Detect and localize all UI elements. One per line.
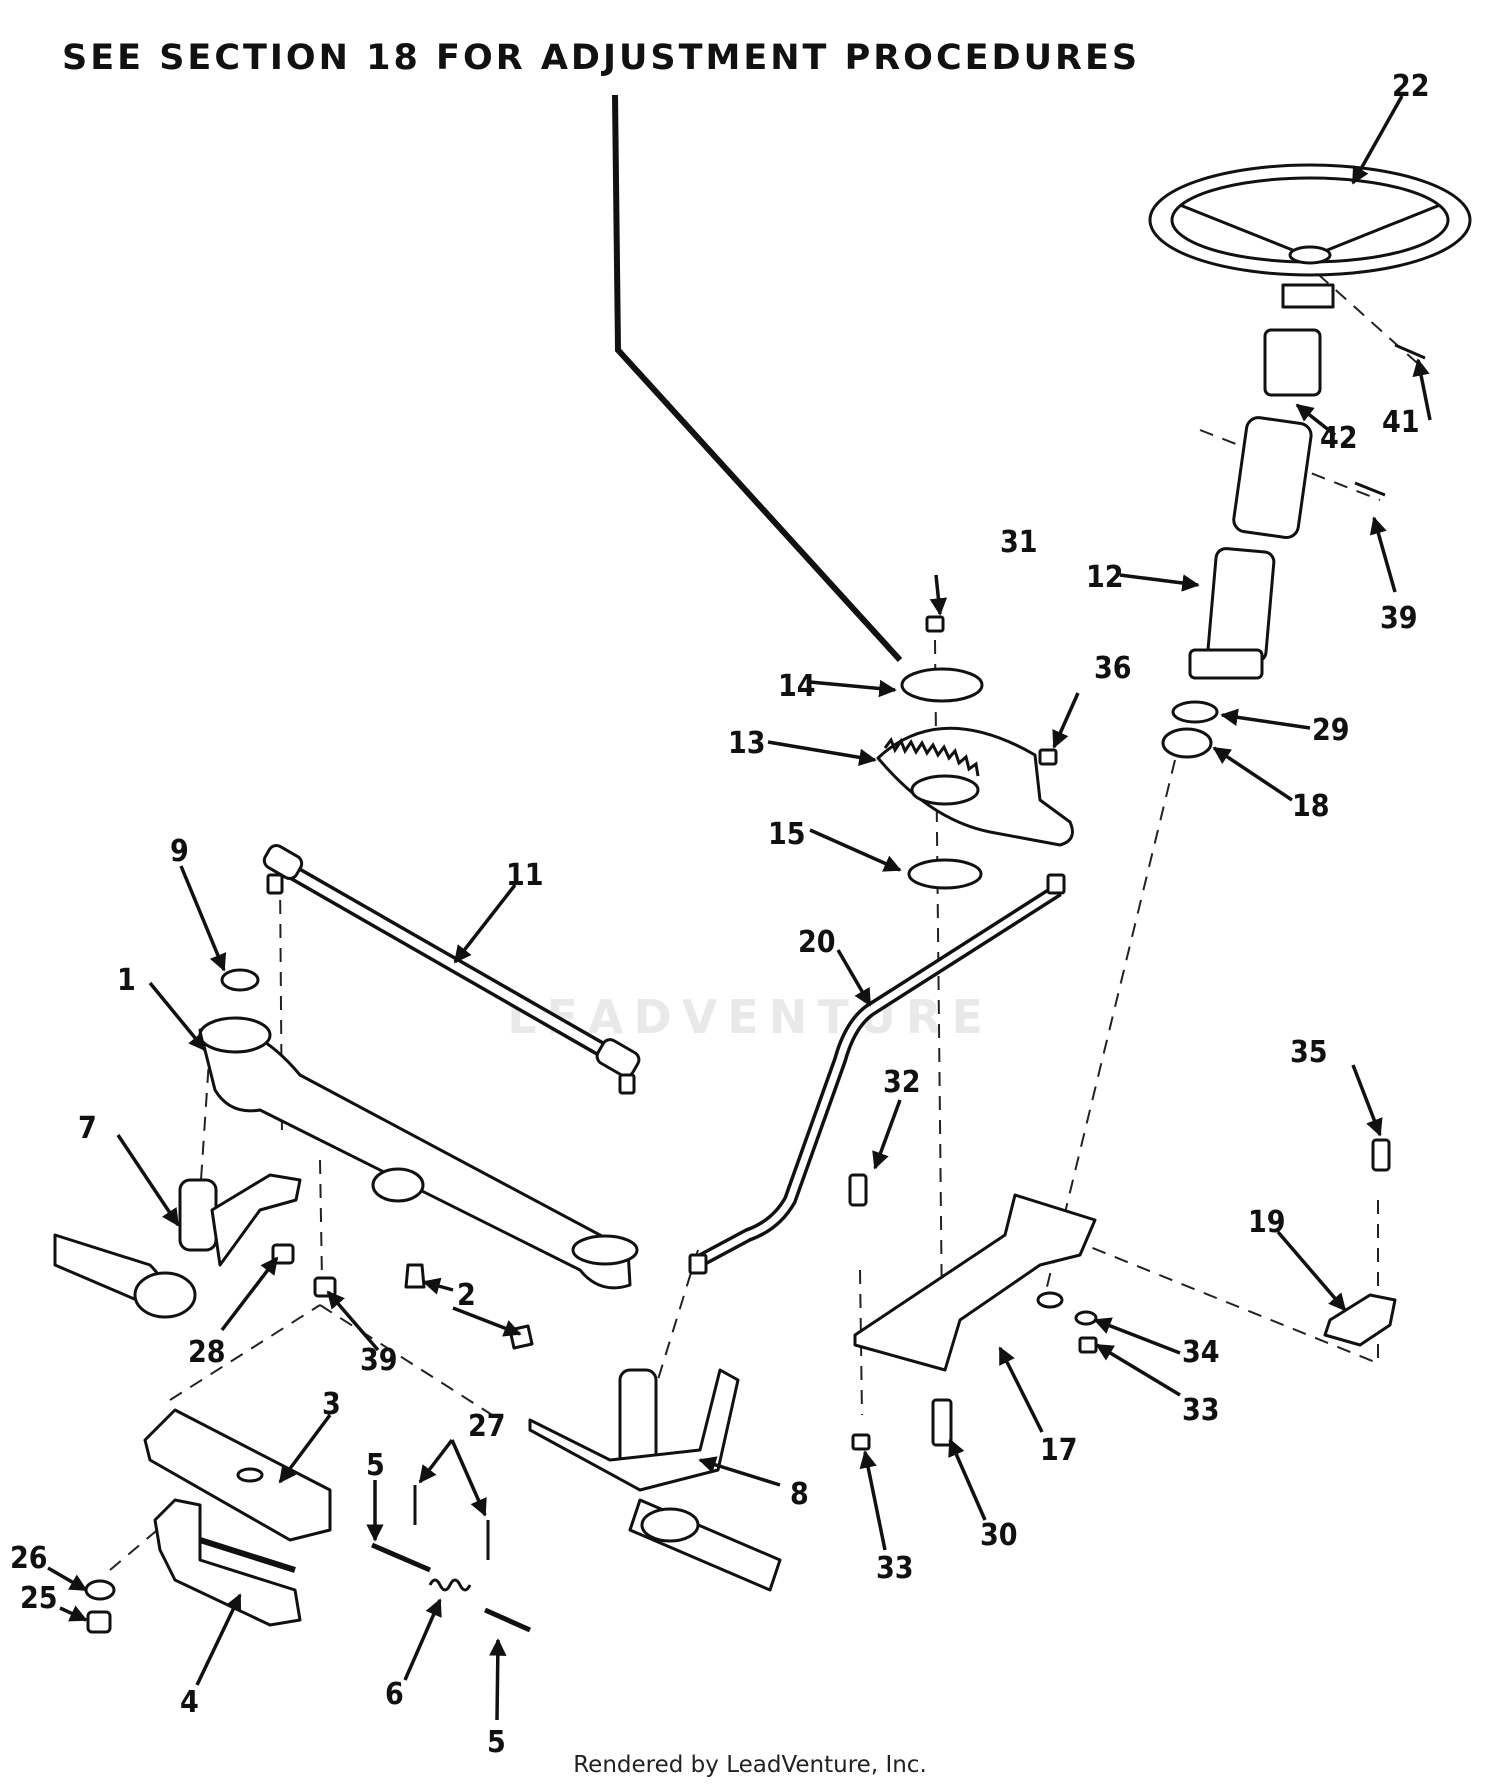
carriage-bolt-32 [848, 1173, 868, 1207]
pivot-bracket [153, 1498, 302, 1627]
callout-25: 25 [20, 1581, 58, 1616]
callout-5-upper: 5 [366, 1448, 385, 1483]
grease-fitting-lower [508, 1324, 534, 1350]
nut-39 [313, 1276, 337, 1298]
bolt-25 [86, 1610, 112, 1634]
right-spindle [528, 1368, 782, 1592]
steering-support-plate [853, 1193, 1097, 1372]
callout-30: 30 [980, 1518, 1018, 1553]
callout-39: 39 [360, 1343, 398, 1378]
callout-34: 34 [1182, 1335, 1220, 1370]
lock-ring [220, 968, 260, 992]
washer-15 [907, 858, 983, 890]
render-credit: Rendered by LeadVenture, Inc. [573, 1752, 927, 1778]
callout-14: 14 [778, 669, 816, 704]
spring [428, 1578, 472, 1592]
leader-arrows [47, 95, 1432, 1721]
callout-3: 3 [322, 1387, 341, 1422]
page-title: SEE SECTION 18 FOR ADJUSTMENT PROCEDURES [62, 38, 1141, 78]
carriage-bolt-35 [1371, 1138, 1391, 1172]
hex-bolt-30 [931, 1398, 953, 1447]
callout-6: 6 [385, 1677, 404, 1712]
callout-42: 42 [1320, 421, 1358, 456]
grease-fitting-upper [404, 1263, 426, 1289]
callout-37: 41 [1382, 405, 1420, 440]
callout-20: 20 [798, 925, 836, 960]
steering-wheel [1148, 163, 1472, 309]
callout-13: 13 [728, 726, 766, 761]
nut-31 [925, 615, 945, 633]
washer-14 [900, 667, 984, 703]
nut-33-upper [1078, 1336, 1098, 1354]
tie-rod [262, 844, 641, 1095]
callout-labels: 22 41 42 39 12 31 14 36 13 29 18 15 11 9… [10, 69, 1430, 1760]
callout-9: 9 [170, 834, 189, 869]
nut-36 [1038, 748, 1058, 766]
callout-36: 36 [1094, 651, 1132, 686]
callout-41: 39 [1380, 601, 1418, 636]
callout-15: 15 [768, 817, 806, 852]
washer-34 [1074, 1310, 1098, 1326]
callout-35: 35 [1290, 1035, 1328, 1070]
steering-shaft-pinion [1188, 547, 1276, 680]
callout-33-lower: 33 [876, 1551, 914, 1586]
callout-27: 27 [468, 1409, 506, 1444]
callout-17: 17 [1040, 1433, 1078, 1468]
callout-8: 8 [790, 1477, 809, 1512]
callout-5-lower: 5 [487, 1725, 506, 1760]
bracket-19 [1323, 1293, 1397, 1347]
callout-2: 2 [457, 1278, 476, 1313]
washer-26 [84, 1579, 116, 1601]
steering-adapter [1263, 328, 1322, 397]
callout-7: 7 [78, 1111, 97, 1146]
callout-33-upper: 33 [1182, 1393, 1220, 1428]
nut-33-lower [851, 1433, 871, 1451]
roll-pin-41 [1354, 481, 1386, 497]
callout-29: 29 [1312, 713, 1350, 748]
callout-22: 22 [1392, 69, 1430, 104]
clevis-pin-upper [371, 1542, 431, 1573]
callout-4: 4 [180, 1685, 199, 1720]
callout-32: 32 [883, 1065, 921, 1100]
callout-12: 12 [1086, 560, 1124, 595]
steering-tube [1232, 416, 1313, 539]
callout-18: 18 [1292, 789, 1330, 824]
assembly-centerlines [109, 257, 1426, 1571]
left-spindle [53, 1173, 302, 1319]
drag-link [688, 873, 1066, 1275]
callout-26: 26 [10, 1541, 48, 1576]
callout-11: 11 [506, 858, 544, 893]
clevis-pin-lower [483, 1607, 532, 1633]
steering-sector-gear [876, 726, 1074, 847]
callout-1: 1 [117, 963, 136, 998]
callout-28: 28 [188, 1335, 226, 1370]
flange-bushing-18 [1161, 727, 1213, 759]
section-pointer-line [612, 94, 903, 663]
flat-washer-29 [1171, 700, 1219, 724]
callout-31: 31 [1000, 525, 1038, 560]
axle-mount-bracket [143, 1408, 332, 1542]
callout-19: 19 [1248, 1205, 1286, 1240]
front-axle [198, 1016, 639, 1290]
roll-pin-37 [1394, 343, 1426, 360]
